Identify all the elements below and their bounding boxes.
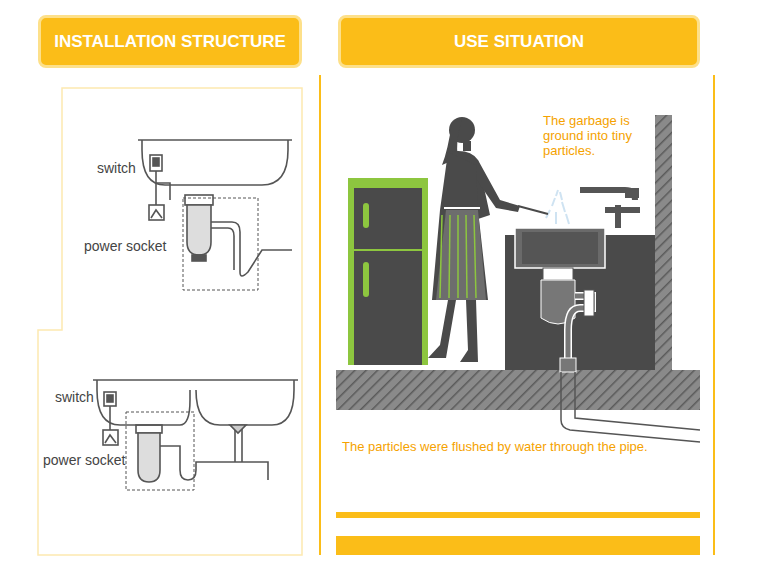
note: The particles were flushed by water thro… (342, 440, 648, 455)
header-band: USE SITUATION (338, 15, 700, 68)
part-label: switch (55, 389, 94, 405)
bar (336, 536, 700, 555)
divider (713, 75, 715, 555)
divider (319, 75, 321, 555)
part-label: power socket (84, 238, 166, 254)
sink-drawing (138, 140, 292, 290)
bar (336, 512, 700, 518)
header-text: USE SITUATION (454, 32, 584, 52)
note: The garbage is ground into tiny particle… (543, 114, 655, 159)
header-band: INSTALLATION STRUCTURE (38, 15, 302, 68)
part-label: switch (97, 160, 136, 176)
header-text: INSTALLATION STRUCTURE (54, 32, 286, 52)
kitchen-scene (336, 115, 700, 442)
panel-outline (38, 88, 302, 555)
sink-drawing (93, 380, 298, 490)
part-label: power socket (43, 452, 125, 468)
